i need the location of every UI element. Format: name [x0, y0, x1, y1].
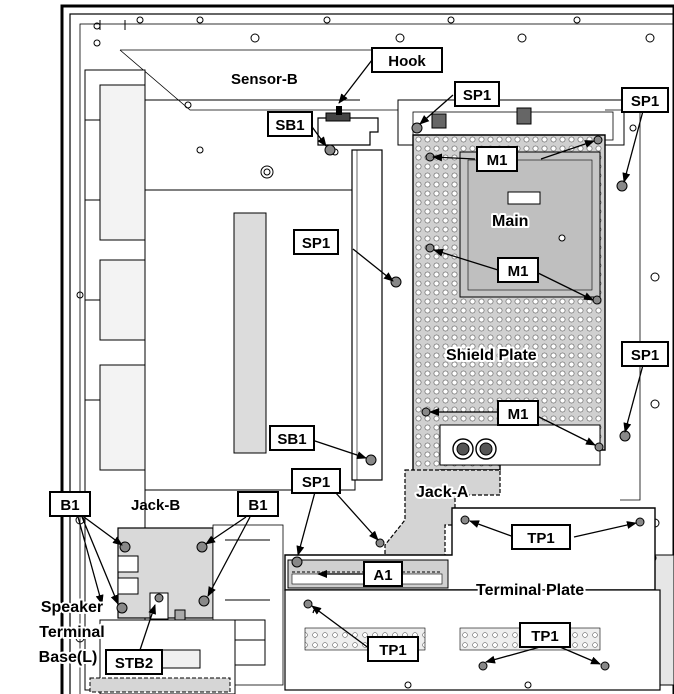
svg-text:TP1: TP1 — [379, 642, 407, 659]
callout-sp1-right-mid: SP1 — [621, 341, 669, 367]
jack-a-plate — [384, 469, 501, 576]
svg-text:SP1: SP1 — [631, 93, 659, 110]
label-sensor-b: Sensor-B — [231, 71, 298, 88]
svg-text:SP1: SP1 — [302, 474, 330, 491]
sensor-b-bracket — [317, 106, 383, 481]
callout-stb2: STB2 — [105, 649, 163, 675]
callout-m1-top: M1 — [476, 146, 518, 172]
leader-lines — [77, 59, 644, 665]
callout-tp1-bottom-left: TP1 — [367, 636, 419, 662]
svg-text:SP1: SP1 — [463, 87, 491, 104]
svg-text:SB1: SB1 — [275, 117, 304, 134]
svg-text:B1: B1 — [60, 497, 79, 514]
callout-b1-right: B1 — [237, 491, 279, 517]
label-speaker-line1: Speaker — [41, 599, 103, 616]
svg-text:SB1: SB1 — [277, 431, 306, 448]
svg-text:M1: M1 — [508, 263, 529, 280]
callout-sb1-bottom: SB1 — [269, 425, 315, 451]
callout-sp1-right-top: SP1 — [621, 87, 669, 113]
svg-text:SP1: SP1 — [631, 347, 659, 364]
svg-text:TP1: TP1 — [531, 628, 559, 645]
svg-text:A1: A1 — [373, 567, 392, 584]
svg-text:B1: B1 — [248, 497, 267, 514]
callout-b1-left: B1 — [49, 491, 91, 517]
label-shield-plate: Shield Plate — [446, 347, 537, 364]
callout-sb1-top: SB1 — [267, 111, 313, 137]
label-terminal-plate: Terminal Plate — [476, 582, 584, 599]
callout-tp1-top: TP1 — [511, 524, 571, 550]
label-speaker-line3: Base(L) — [39, 649, 98, 666]
svg-text:M1: M1 — [487, 152, 508, 169]
label-jack-b: Jack-B — [131, 497, 180, 514]
callout-a1: A1 — [363, 561, 403, 587]
callout-sp1-top: SP1 — [454, 81, 500, 107]
callout-hook: Hook — [371, 47, 443, 73]
callout-m1-bottom: M1 — [497, 400, 539, 426]
svg-text:TP1: TP1 — [527, 530, 555, 547]
callout-sp1-bottom: SP1 — [291, 468, 341, 494]
svg-text:STB2: STB2 — [115, 655, 153, 672]
label-speaker-line2: Terminal — [39, 624, 105, 641]
callout-sp1-left-mid: SP1 — [293, 229, 339, 255]
label-jack-a: Jack-A — [416, 484, 469, 501]
shield-plate — [390, 122, 631, 506]
callout-m1-mid: M1 — [497, 257, 539, 283]
label-main: Main — [492, 213, 528, 230]
callout-tp1-bottom-right: TP1 — [519, 622, 571, 648]
svg-text:Hook: Hook — [388, 53, 426, 70]
svg-text:SP1: SP1 — [302, 235, 330, 252]
svg-text:M1: M1 — [508, 406, 529, 423]
